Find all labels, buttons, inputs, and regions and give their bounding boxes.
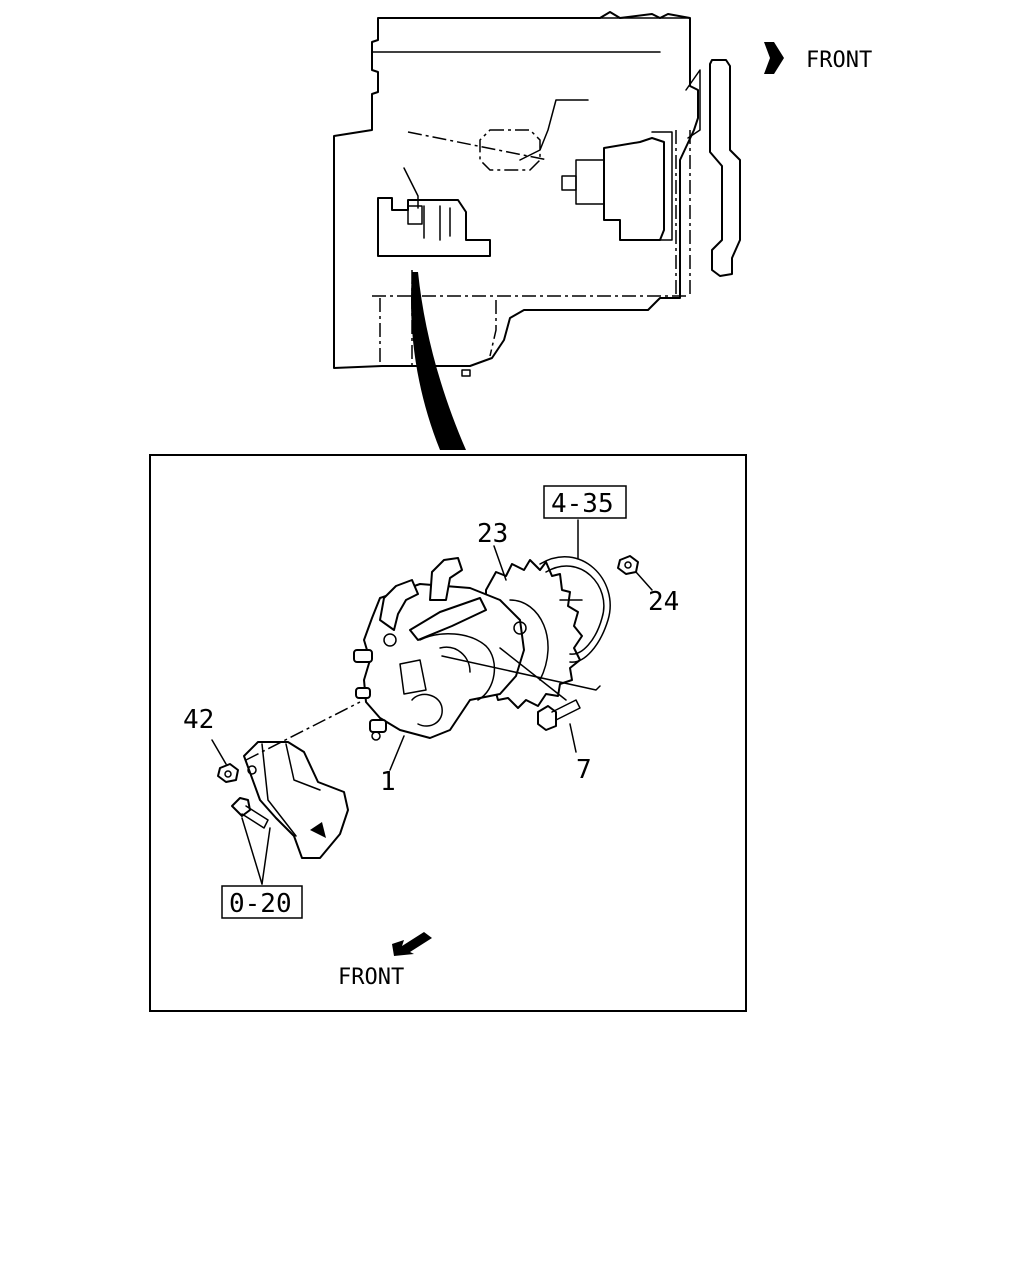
detail-frame <box>149 454 747 1012</box>
front-label-top: FRONT <box>806 48 872 73</box>
part-number-23: 23 <box>477 519 508 549</box>
callout-4-35: 4-35 <box>551 489 614 519</box>
front-arrow-icon-top <box>764 42 784 74</box>
leader-lines <box>211 519 653 885</box>
front-arrow-icon-detail <box>392 932 432 956</box>
part-number-1: 1 <box>380 767 396 797</box>
part-number-42: 42 <box>183 705 214 735</box>
detail-connector <box>411 272 466 450</box>
callout-0-20: 0-20 <box>229 889 292 919</box>
injection-pump-assembly <box>353 556 611 741</box>
callout-box-0-20 <box>221 885 303 919</box>
callout-box-4-35 <box>543 485 627 519</box>
pump-bracket <box>217 555 639 859</box>
part-number-24: 24 <box>648 587 679 617</box>
engine-overview: FRONT <box>333 11 872 377</box>
part-number-7: 7 <box>576 755 592 785</box>
front-label-detail: FRONT <box>338 965 404 990</box>
